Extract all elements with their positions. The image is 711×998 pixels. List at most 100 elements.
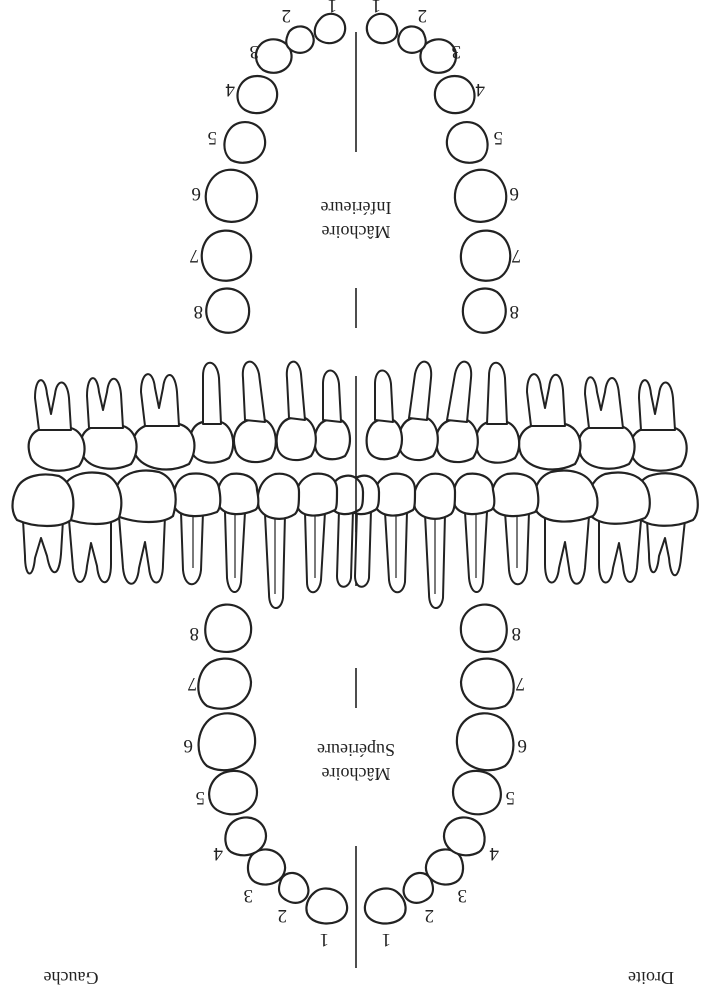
tooth-root: [639, 380, 675, 430]
tooth-root: [375, 371, 393, 423]
upper-row-tooth: [258, 474, 299, 608]
tooth-crown: [367, 420, 402, 459]
lower-jaw-label-line1: Mâchoire: [322, 222, 391, 242]
tooth-number: 7: [512, 245, 522, 266]
tooth-crown: [206, 170, 257, 222]
tooth-crown: [190, 422, 233, 463]
tooth-number: 7: [188, 673, 198, 694]
tooth-crown: [454, 474, 495, 514]
lower-row-tooth: [133, 374, 194, 469]
tooth-crown: [453, 771, 501, 814]
tooth-number: 4: [213, 843, 223, 864]
tooth-number: 5: [196, 787, 206, 808]
tooth-root: [35, 380, 71, 430]
tooth-crown: [13, 475, 74, 527]
tooth-crown: [174, 474, 221, 517]
tooth-crown: [315, 420, 350, 459]
tooth-number: 1: [320, 929, 330, 950]
upper-row-tooth: [414, 474, 455, 608]
lower-row-tooth: [367, 371, 402, 460]
upper-jaw-label-line2: Supérieure: [317, 740, 395, 760]
tooth-crown: [296, 474, 337, 516]
tooth-crown: [113, 471, 176, 522]
lower-row-tooth: [579, 377, 635, 468]
tooth-crown: [286, 26, 313, 52]
tooth-crown: [258, 474, 299, 519]
tooth-crown: [279, 873, 308, 903]
tooth-crown: [436, 420, 478, 462]
tooth-crown: [461, 231, 510, 281]
tooth-crown: [205, 605, 251, 652]
tooth-crown: [198, 659, 251, 709]
lower-jaw-label: Mâchoire Inférieure: [321, 198, 392, 242]
tooth-number: 4: [489, 843, 499, 864]
tooth-crown: [579, 426, 635, 469]
tooth-number: 5: [494, 127, 504, 148]
tooth-number: 7: [190, 245, 200, 266]
tooth-crown: [306, 888, 347, 923]
tooth-crown: [631, 428, 687, 471]
lower-row-tooth: [399, 362, 438, 460]
lower-arch: 8 7 6 5 4 3 2 1 8 7 6 5 4 3 2 1 Mâchoire…: [190, 0, 522, 333]
rotated-figure: 1 2 3 4 5 6 7 8 1 2 3 4 5 6 7 8 Mâchoire…: [13, 0, 698, 988]
tooth-crown: [476, 422, 519, 463]
upper-row-tooth: [218, 474, 259, 592]
lower-row-tooth: [29, 380, 85, 471]
tooth-root: [287, 362, 305, 420]
tooth-number: 2: [278, 905, 288, 926]
tooth-crown: [81, 426, 137, 469]
lower-row-tooth: [519, 374, 580, 469]
tooth-number: 4: [475, 79, 485, 100]
tooth-crown: [399, 418, 438, 460]
tooth-crown: [365, 888, 406, 923]
upper-jaw-label: Mâchoire Supérieure: [317, 740, 395, 784]
tooth-crown: [435, 76, 475, 113]
tooth-crown: [202, 231, 251, 281]
tooth-root: [181, 512, 203, 584]
lower-row-tooth: [476, 363, 519, 463]
tooth-number: 1: [328, 0, 338, 16]
tooth-root: [243, 362, 265, 422]
lower-row-tooth: [277, 362, 316, 460]
tooth-crown: [461, 605, 507, 652]
tooth-number: 8: [510, 301, 520, 322]
lower-row-tooth: [234, 362, 276, 462]
tooth-root: [647, 520, 685, 575]
tooth-number: 2: [282, 5, 292, 26]
tooth-number: 1: [372, 0, 382, 16]
tooth-number: 8: [194, 301, 204, 322]
tooth-crown: [206, 289, 249, 333]
tooth-crown: [447, 122, 488, 163]
tooth-root: [337, 510, 353, 587]
tooth-crown: [444, 817, 485, 855]
tooth-root: [87, 378, 123, 428]
left-side-label: Gauche: [44, 968, 99, 988]
tooth-number: 3: [458, 885, 468, 906]
tooth-crown: [519, 424, 580, 469]
upper-row-tooth: [296, 474, 337, 593]
tooth-root: [409, 362, 431, 420]
tooth-crown: [224, 122, 265, 163]
right-side-label: Droite: [628, 968, 674, 988]
tooth-root: [141, 374, 179, 426]
tooth-crown: [455, 170, 506, 222]
upper-teeth-row: [13, 471, 698, 609]
tooth-crown: [315, 14, 345, 43]
upper-row-tooth: [174, 474, 221, 585]
tooth-number: 3: [250, 41, 260, 62]
tooth-root: [599, 520, 641, 583]
lower-row-tooth: [315, 371, 350, 460]
tooth-number: 5: [208, 127, 218, 148]
tooth-number: 6: [510, 183, 520, 204]
tooth-number: 8: [190, 623, 200, 644]
tooth-crown: [234, 420, 276, 462]
tooth-crown: [534, 471, 597, 522]
tooth-crown: [414, 474, 455, 519]
upper-row-tooth: [492, 474, 539, 585]
tooth-crown: [463, 289, 506, 333]
lower-row-tooth: [436, 362, 478, 462]
tooth-number: 3: [452, 41, 462, 62]
tooth-crown: [398, 26, 425, 52]
